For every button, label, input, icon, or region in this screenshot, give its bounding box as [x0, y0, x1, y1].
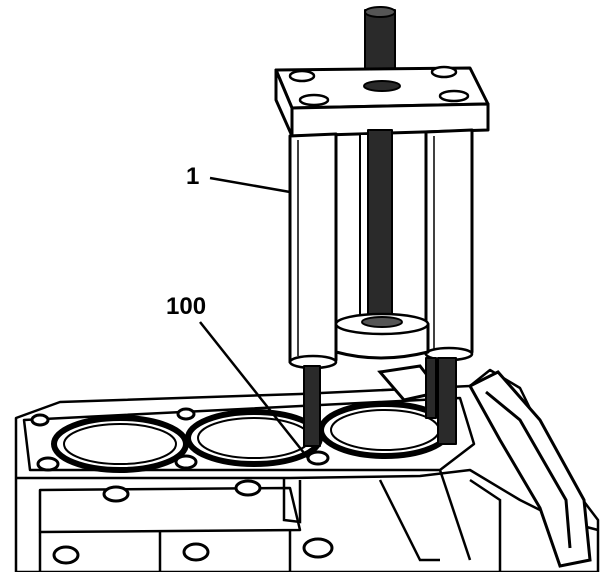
- leader-line-stud: [199, 321, 309, 459]
- bolt-holes: [30, 407, 334, 565]
- right-leg: [424, 128, 474, 356]
- tool-assembly: [274, 6, 490, 447]
- callout-label-tool: 1: [186, 163, 199, 190]
- left-stud: [303, 365, 321, 447]
- leader-line-tool: [209, 176, 291, 194]
- callouts: 1 100: [166, 163, 309, 459]
- left-leg: [288, 132, 338, 364]
- callout-label-stud: 100: [166, 293, 206, 320]
- block-lower-details: [38, 469, 502, 572]
- right-stud: [437, 357, 457, 445]
